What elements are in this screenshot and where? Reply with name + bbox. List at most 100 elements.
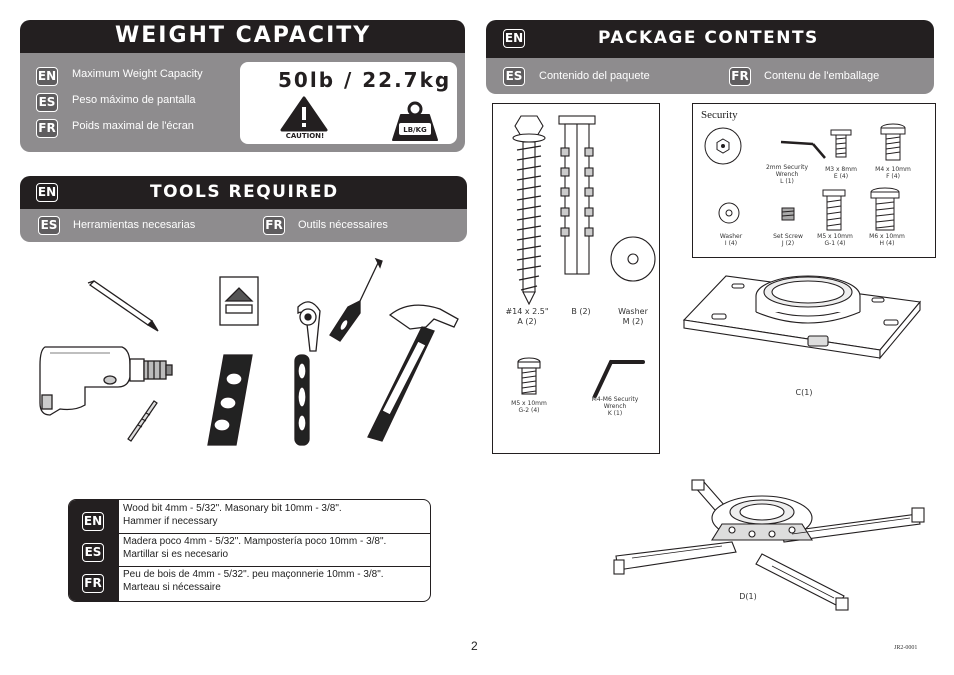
- weight-value-box: 50lb / 22.7kg CAUTION! LB/KG: [240, 62, 457, 144]
- drill-icon: [39, 346, 173, 416]
- tools-note-en: Wood bit 4mm - 5/32". Masonary bit 10mm …: [123, 502, 342, 528]
- label-wrench-l-line3: L (1): [780, 178, 794, 185]
- label-screw-a: #14 x 2.5" A (2): [497, 307, 557, 327]
- package-es-text: Contenido del paquete: [539, 70, 650, 82]
- tools-lang-badge-fr: FR: [263, 216, 285, 235]
- label-screw-g2-line1: M5 x 10mm: [511, 400, 547, 407]
- screw-e-icon: [830, 129, 852, 158]
- tools-note-en-line2: Hammer if necessary: [123, 516, 218, 527]
- max-weight-fr: Poids maximal de l'écran: [72, 120, 194, 132]
- tools-notes-divider: [119, 566, 430, 567]
- tools-note-es-line1: Madera poco 4mm - 5/32". Mampostería poc…: [123, 536, 387, 547]
- label-anchor-b: B (2): [571, 307, 591, 316]
- package-fr-text: Contenu de l'emballage: [764, 70, 880, 82]
- label-screw-g2: M5 x 10mm G-2 (4): [499, 400, 559, 414]
- label-part-d: D(1): [739, 592, 757, 601]
- tools-lang-badge-en: EN: [36, 183, 58, 202]
- hardware-box-2-art: [704, 123, 906, 231]
- label-washer-m-line2: M (2): [622, 317, 644, 326]
- label-washer-m: Washer M (2): [603, 307, 663, 327]
- tools-notes-divider: [119, 533, 430, 534]
- lang-badge-es: ES: [36, 93, 58, 112]
- ratchet-icon: [294, 301, 321, 446]
- tools-lang-badge-es: ES: [38, 216, 60, 235]
- weight-capacity-title: WEIGHT CAPACITY: [115, 23, 372, 48]
- tools-notes-table: EN Wood bit 4mm - 5/32". Masonary bit 10…: [68, 499, 431, 602]
- label-screw-g1: M5 x 10mm G-1 (4): [805, 233, 865, 247]
- hardware-box-1-art: [512, 115, 656, 398]
- package-lang-badge-fr: FR: [729, 67, 751, 86]
- label-screw-f-line1: M4 x 10mm: [875, 166, 911, 173]
- hardware-box-2: Security: [692, 103, 936, 258]
- label-screw-g1-line1: M5 x 10mm: [817, 233, 853, 240]
- tools-fr-text: Outils nécessaires: [298, 219, 388, 231]
- label-screw-h-line2: H (4): [879, 240, 895, 247]
- large-washer-icon: [610, 236, 656, 282]
- security-wrench-l-icon: [780, 140, 826, 159]
- label-wrench-k-line2: Wrench: [603, 403, 627, 410]
- caution-icon: [280, 96, 328, 132]
- label-part-c: C(1): [795, 388, 813, 397]
- label-screw-f: M4 x 10mm F (4): [863, 166, 923, 180]
- weight-capacity-header: WEIGHT CAPACITY: [20, 20, 465, 53]
- label-screw-h: M6 x 10mm H (4): [857, 233, 917, 247]
- machine-screw-icon: [517, 357, 541, 395]
- label-washer-m-line1: Washer: [618, 307, 648, 316]
- label-washer-i-line2: I (4): [724, 240, 738, 247]
- label-screw-a-line1: #14 x 2.5": [505, 307, 549, 316]
- label-wrench-k-line3: K (1): [607, 410, 623, 417]
- label-wrench-l: 2mm Security Wrench L (1): [757, 164, 817, 185]
- tools-note-fr-line1: Peu de bois de 4mm - 5/32". peu maçonner…: [123, 569, 384, 580]
- set-screw-j-icon: [781, 207, 795, 221]
- screw-g1-icon: [822, 189, 846, 231]
- label-screw-h-line1: M6 x 10mm: [869, 233, 905, 240]
- label-screw-e-line2: E (4): [833, 173, 849, 180]
- max-weight-es: Peso máximo de pantalla: [72, 94, 196, 106]
- adapter-bracket-d-icon: [613, 479, 925, 611]
- label-wrench-l-line1: 2mm Security: [765, 164, 809, 171]
- weight-capacity-section: WEIGHT CAPACITY EN Maximum Weight Capaci…: [20, 20, 465, 152]
- washer-i-icon: [718, 202, 740, 224]
- page-number: 2: [471, 639, 478, 653]
- tools-required-title: TOOLS REQUIRED: [150, 182, 339, 202]
- level-icon: [207, 276, 259, 446]
- notes-lang-badge-en: EN: [82, 512, 104, 531]
- tools-es-text: Herramientas necesarias: [73, 219, 196, 231]
- tools-required-header: EN TOOLS REQUIRED: [20, 176, 467, 209]
- package-lang-badge-en: EN: [503, 29, 525, 48]
- screwdriver-icon: [329, 257, 383, 342]
- lag-screw-threads: [516, 145, 542, 291]
- lang-badge-en: EN: [36, 67, 58, 86]
- label-screw-g2-line2: G-2 (4): [518, 407, 540, 414]
- hardware-box-1: #14 x 2.5" A (2) B (2) Washer M (2) M5 x…: [492, 103, 660, 454]
- security-screw-head-icon: [704, 127, 742, 165]
- package-contents-subbar: ES Contenido del paquete FR Contenu de l…: [486, 58, 934, 94]
- tools-note-fr-line2: Marteau si nécessaire: [123, 582, 221, 593]
- label-screw-e: M3 x 8mm E (4): [811, 166, 871, 180]
- label-washer-i: Washer I (4): [701, 233, 761, 247]
- screw-h-icon: [870, 187, 900, 231]
- weight-icon-label: LB/KG: [403, 126, 427, 134]
- hammer-icon: [367, 304, 459, 442]
- label-wrench-k-line1: M4-M6 Security: [591, 396, 639, 403]
- label-wrench-k: M4-M6 Security Wrench K (1): [585, 396, 645, 417]
- notes-lang-badge-fr: FR: [82, 574, 104, 593]
- label-screw-e-line1: M3 x 8mm: [825, 166, 857, 173]
- label-washer-i-line1: Washer: [719, 233, 743, 240]
- label-screw-a-line2: A (2): [517, 317, 537, 326]
- drill-bit-icon: [127, 400, 158, 442]
- ceiling-plate-c-icon: [682, 275, 922, 360]
- label-setscrew-j-line2: J (2): [781, 240, 795, 247]
- lang-badge-fr: FR: [36, 119, 58, 138]
- screw-f-icon: [880, 123, 906, 161]
- tools-note-en-line1: Wood bit 4mm - 5/32". Masonary bit 10mm …: [123, 503, 342, 514]
- package-contents-header: EN PACKAGE CONTENTS: [486, 20, 934, 58]
- tools-required-subbar: ES Herramientas necesarias FR Outils néc…: [20, 209, 467, 242]
- weight-icon: [392, 101, 438, 141]
- label-screw-g1-line2: G-1 (4): [824, 240, 846, 247]
- weight-value: 50lb / 22.7kg: [278, 68, 452, 92]
- max-weight-en: Maximum Weight Capacity: [72, 68, 203, 80]
- lag-screw-icon: [512, 115, 546, 306]
- hex-wrench-icon: [593, 360, 645, 398]
- tools-note-fr: Peu de bois de 4mm - 5/32". peu maçonner…: [123, 568, 384, 594]
